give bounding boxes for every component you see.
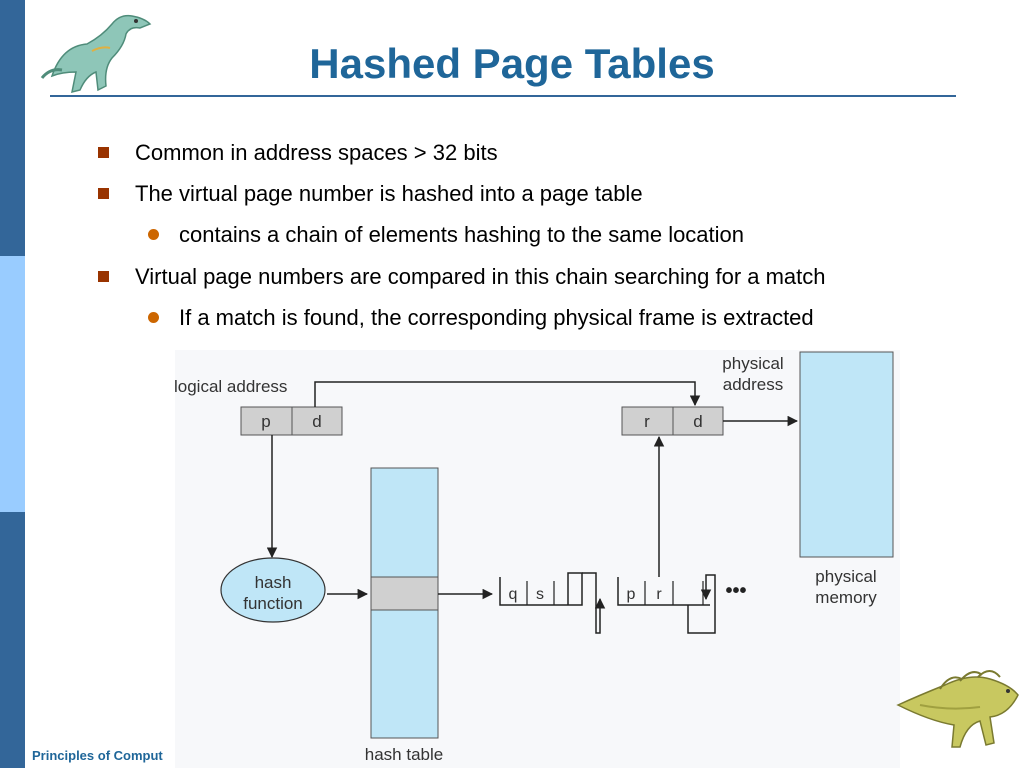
logical-p-text: p <box>261 412 270 431</box>
sub-bullet-item: contains a chain of elements hashing to … <box>179 222 745 247</box>
dinosaur-mascot-icon <box>896 670 1019 748</box>
chain-node-2 <box>617 577 710 606</box>
square-bullet-icon <box>98 147 109 158</box>
left-sidebar-bar <box>0 0 25 768</box>
hash-table-label: hash table <box>365 745 443 764</box>
chain-ellipsis: ••• <box>725 580 746 602</box>
physical-memory-block <box>799 351 894 558</box>
chain-s-text: s <box>536 586 544 603</box>
chain-link-arrow-2 <box>687 574 716 634</box>
logical-address-label: logical address <box>174 377 287 396</box>
physical-memory-line2: memory <box>815 588 877 607</box>
hash-function-line2: function <box>243 594 303 613</box>
chain-link-arrow <box>582 572 606 634</box>
logical-d-cell <box>291 406 343 436</box>
physical-r-cell <box>621 406 674 436</box>
chain-node-1 <box>499 572 583 606</box>
sidebar-accent <box>0 256 25 512</box>
physical-d-text: d <box>693 412 702 431</box>
physical-memory-line1: physical <box>815 567 876 586</box>
hashed-page-table-diagram: logical address p d hash function hash t… <box>174 350 900 768</box>
logical-d-text: d <box>312 412 321 431</box>
chain-r-text: r <box>656 586 662 603</box>
chain-p-text: p <box>627 586 636 603</box>
bullet-item: Common in address spaces > 32 bits <box>135 140 498 165</box>
physical-address-line1: physical <box>722 354 783 373</box>
hash-table-entry <box>370 576 439 611</box>
offset-arrow <box>314 381 701 407</box>
hash-function-node <box>220 557 326 623</box>
square-bullet-icon <box>98 188 109 199</box>
footer-course-name: Principles of Comput <box>32 748 163 763</box>
chain-q-text: q <box>509 586 518 603</box>
dinosaur-logo-icon <box>40 14 152 94</box>
bullet-item: The virtual page number is hashed into a… <box>135 181 643 206</box>
bullet-item: Virtual page numbers are compared in thi… <box>135 264 826 289</box>
title-divider <box>50 95 956 97</box>
slide-title: Hashed Page Tables <box>309 40 715 87</box>
physical-address-line2: address <box>723 375 783 394</box>
round-bullet-icon <box>148 312 159 323</box>
round-bullet-icon <box>148 229 159 240</box>
physical-r-text: r <box>644 412 650 431</box>
square-bullet-icon <box>98 271 109 282</box>
hash-function-line1: hash <box>255 573 292 592</box>
sub-bullet-item: If a match is found, the corresponding p… <box>179 305 814 330</box>
